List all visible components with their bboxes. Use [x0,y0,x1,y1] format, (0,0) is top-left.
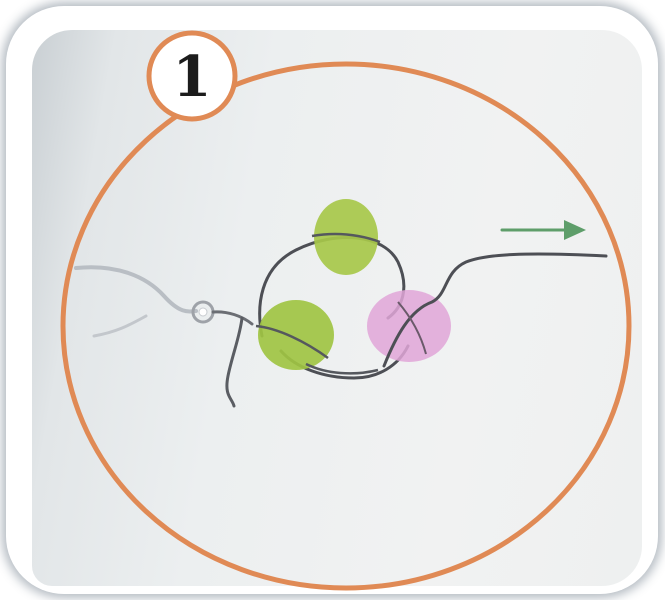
thread-tail-faint [76,267,196,311]
right-arrow-icon [502,220,586,240]
green-bead-lower [258,300,334,370]
thread-tail-faint-2 [94,316,146,336]
thread-tail [227,318,242,406]
step-number: 1 [173,44,212,110]
green-bead-top [314,199,378,275]
beading-diagram: 1 [6,6,658,594]
image-frame: 1 [6,6,658,594]
pink-bead [367,290,451,362]
stop-ring-inner [199,308,207,316]
thread-lead [213,312,252,324]
diagram-ring [63,64,629,588]
